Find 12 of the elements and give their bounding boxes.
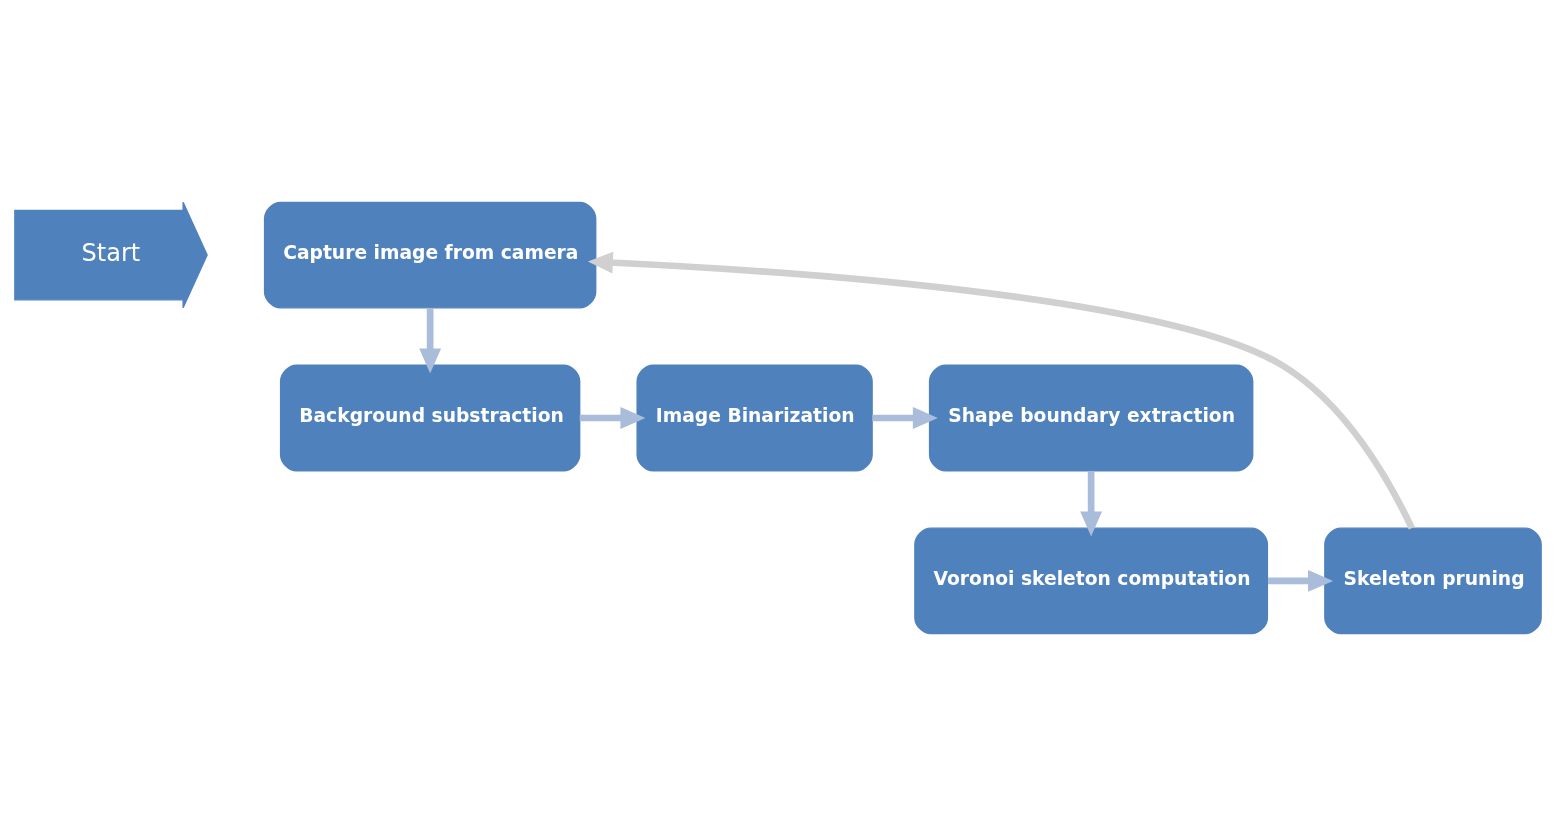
arrow <box>1268 569 1334 592</box>
node-box: Background substraction <box>279 364 581 472</box>
node-box: Shape boundary extraction <box>928 364 1254 472</box>
arrow <box>587 251 1415 530</box>
node-box: Voronoi skeleton computation <box>914 527 1269 635</box>
node-box: Skeleton pruning <box>1324 527 1542 635</box>
arrow <box>419 308 442 374</box>
arrow <box>1080 470 1103 537</box>
arrow <box>872 407 938 429</box>
node-box: Capture image from camera <box>263 201 597 309</box>
arrow <box>579 407 646 429</box>
node-box: Image Binarization <box>636 364 873 472</box>
